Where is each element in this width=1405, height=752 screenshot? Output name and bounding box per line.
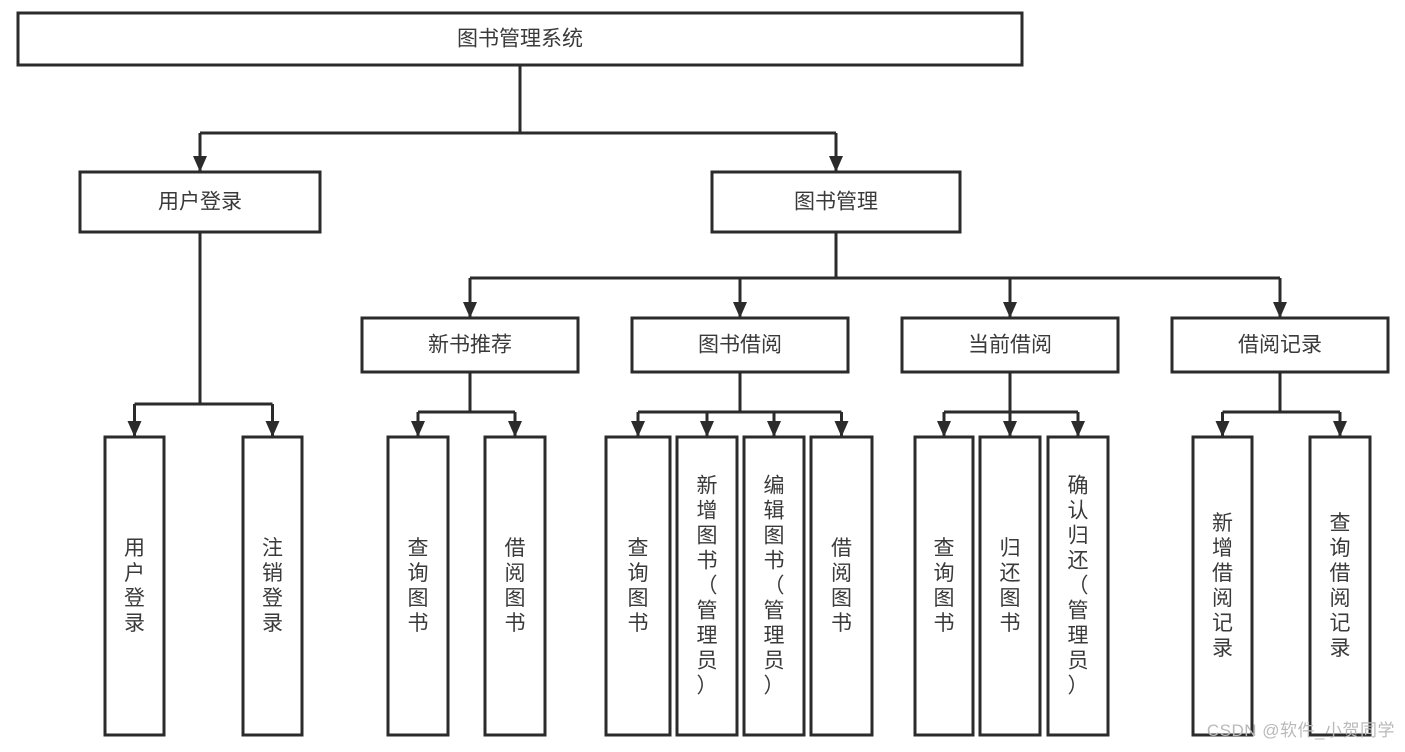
node-box-leaf-add-book[interactable] [675, 435, 739, 737]
node-box-book-management[interactable] [710, 170, 962, 234]
node-label-leaf-edit-book: 编辑图书（管理员） [764, 475, 785, 698]
node-box-borrow-record[interactable] [1170, 316, 1390, 374]
node-leaf-return-book[interactable]: 归还图书 [978, 435, 1042, 737]
node-box-leaf-edit-book[interactable] [742, 435, 806, 737]
node-box-root[interactable] [16, 11, 1024, 67]
node-book-borrow[interactable]: 图书借阅 [630, 316, 850, 374]
node-box-leaf-query-book-1[interactable] [386, 435, 450, 737]
node-leaf-borrow-book-2[interactable]: 借阅图书 [809, 435, 874, 737]
node-label-book-borrow: 图书借阅 [698, 334, 782, 357]
node-label-leaf-borrow-book-1: 借阅图书 [505, 537, 526, 635]
node-leaf-user-logout[interactable]: 注销登录 [241, 435, 304, 737]
node-label-leaf-return-book: 归还图书 [1000, 537, 1021, 635]
node-leaf-user-login[interactable]: 用户登录 [103, 435, 166, 737]
node-leaf-add-record[interactable]: 新增借阅记录 [1191, 435, 1254, 737]
node-label-current-borrow: 当前借阅 [968, 334, 1052, 357]
node-root[interactable]: 图书管理系统 [16, 11, 1024, 67]
node-label-borrow-record: 借阅记录 [1238, 334, 1322, 357]
node-leaf-query-book-1[interactable]: 查询图书 [386, 435, 450, 737]
node-layer: 图书管理系统用户登录图书管理新书推荐图书借阅当前借阅借阅记录用户登录注销登录查询… [16, 11, 1390, 737]
node-box-leaf-confirm-return[interactable] [1046, 435, 1110, 737]
node-label-root: 图书管理系统 [457, 28, 583, 51]
node-box-user-login[interactable] [78, 170, 322, 234]
node-current-borrow[interactable]: 当前借阅 [900, 316, 1120, 374]
node-box-book-borrow[interactable] [630, 316, 850, 374]
node-leaf-query-record[interactable]: 查询借阅记录 [1308, 435, 1372, 737]
node-label-book-management: 图书管理 [794, 191, 878, 214]
node-label-leaf-query-record: 查询借阅记录 [1330, 512, 1351, 660]
node-box-leaf-user-logout[interactable] [241, 435, 304, 737]
node-label-leaf-borrow-book-2: 借阅图书 [831, 537, 852, 635]
node-label-leaf-query-book-2: 查询图书 [628, 537, 649, 635]
node-leaf-edit-book[interactable]: 编辑图书（管理员） [742, 435, 806, 737]
node-leaf-query-book-3[interactable]: 查询图书 [913, 435, 975, 737]
node-leaf-add-book[interactable]: 新增图书（管理员） [675, 435, 739, 737]
node-box-leaf-borrow-book-1[interactable] [483, 435, 547, 737]
node-label-user-login: 用户登录 [158, 191, 242, 214]
node-box-leaf-return-book[interactable] [978, 435, 1042, 737]
node-label-leaf-query-book-1: 查询图书 [408, 537, 429, 635]
node-label-leaf-user-logout: 注销登录 [262, 537, 283, 635]
csdn-watermark: CSDN @软件_小贺同学 [1206, 721, 1395, 740]
node-leaf-confirm-return[interactable]: 确认归还（管理员） [1046, 435, 1110, 737]
node-book-management[interactable]: 图书管理 [710, 170, 962, 234]
node-label-leaf-user-login: 用户登录 [124, 537, 145, 635]
node-box-leaf-query-record[interactable] [1308, 435, 1372, 737]
node-label-leaf-confirm-return: 确认归还（管理员） [1068, 475, 1089, 698]
node-box-current-borrow[interactable] [900, 316, 1120, 374]
connector-layer [127, 65, 1347, 437]
node-label-leaf-add-book: 新增图书（管理员） [697, 475, 718, 698]
node-box-leaf-add-record[interactable] [1191, 435, 1254, 737]
node-box-leaf-user-login[interactable] [103, 435, 166, 737]
node-leaf-query-book-2[interactable]: 查询图书 [604, 435, 672, 737]
node-new-book-recommend[interactable]: 新书推荐 [360, 316, 580, 374]
node-label-leaf-query-book-3: 查询图书 [934, 537, 955, 635]
node-borrow-record[interactable]: 借阅记录 [1170, 316, 1390, 374]
node-label-leaf-add-record: 新增借阅记录 [1212, 512, 1233, 660]
node-box-leaf-query-book-3[interactable] [913, 435, 975, 737]
node-box-new-book-recommend[interactable] [360, 316, 580, 374]
node-user-login[interactable]: 用户登录 [78, 170, 322, 234]
node-label-new-book-recommend: 新书推荐 [428, 334, 512, 357]
node-leaf-borrow-book-1[interactable]: 借阅图书 [483, 435, 547, 737]
node-box-leaf-query-book-2[interactable] [604, 435, 672, 737]
node-box-leaf-borrow-book-2[interactable] [809, 435, 874, 737]
